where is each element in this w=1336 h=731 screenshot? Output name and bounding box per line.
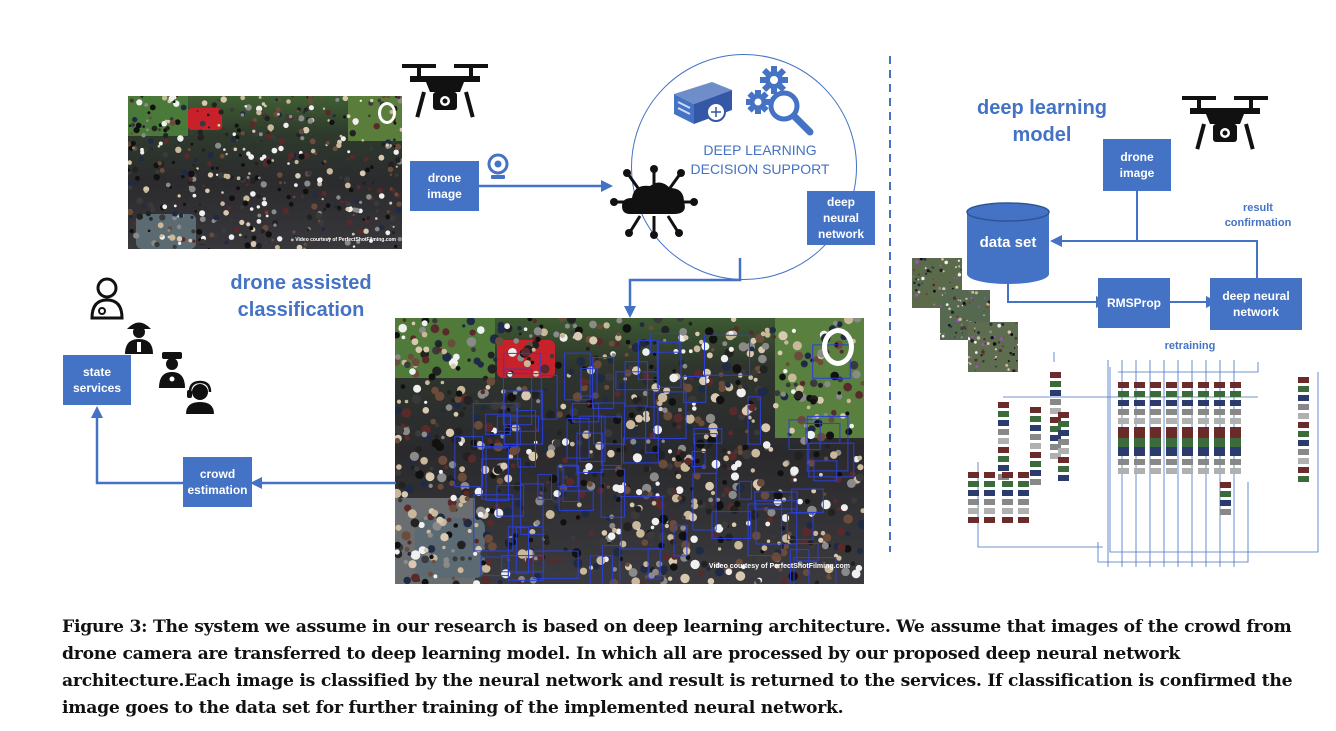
data-set-label: data set bbox=[979, 234, 1037, 251]
drone-image-box: drone image bbox=[410, 161, 479, 211]
crowd-texture bbox=[128, 96, 402, 249]
crowd-photo-detections: Video courtesy of PerfectShotFilming.com bbox=[395, 318, 864, 584]
video-credit-bottom: Video courtesy of PerfectShotFilming.com bbox=[708, 563, 850, 570]
drone-icon bbox=[402, 64, 488, 118]
server-icon bbox=[674, 82, 732, 124]
section-divider bbox=[889, 56, 891, 552]
logo-o-icon bbox=[378, 102, 396, 124]
decision-support-circle bbox=[631, 54, 857, 280]
deep-learning-model-title: deep learning model bbox=[976, 97, 1108, 146]
support-agent-icon bbox=[186, 380, 214, 414]
network-architecture-diagram bbox=[968, 352, 1319, 567]
arrow-to-crowd-estimation bbox=[250, 477, 396, 489]
crowd-estimation-box: crowd estimation bbox=[183, 457, 252, 507]
drone-icon-right bbox=[1182, 96, 1268, 150]
arrow-to-analysis bbox=[624, 258, 742, 318]
result-confirmation-label: result confirmation bbox=[1224, 202, 1292, 229]
firefighter-icon bbox=[125, 322, 153, 354]
state-services-box: state services bbox=[63, 355, 131, 405]
deep-neural-network-box: deep neural network bbox=[807, 191, 875, 245]
drone-image-box-right: drone image bbox=[1103, 139, 1171, 191]
cloud-network-icon bbox=[610, 165, 698, 239]
video-credit-top: Video courtesy of PerfectShotFilming.com bbox=[295, 237, 396, 243]
camera-icon bbox=[487, 153, 509, 179]
sample-image-3 bbox=[967, 321, 1019, 373]
arrow-to-state-services bbox=[91, 406, 184, 485]
police-icon bbox=[159, 352, 185, 388]
logo-o-icon-large bbox=[822, 328, 854, 366]
data-set-cylinder bbox=[966, 202, 1050, 284]
arrow-to-cloud bbox=[479, 180, 613, 192]
doctor-icon bbox=[90, 277, 124, 320]
rmsprop-box: RMSProp bbox=[1098, 278, 1170, 328]
gears-magnifier-icon bbox=[746, 66, 814, 136]
decision-support-label: DEEP LEARNING DECISION SUPPORT bbox=[690, 142, 830, 177]
figure-caption: Figure 3: The system we assume in our re… bbox=[62, 617, 1293, 718]
crowd-photo-top: Video courtesy of PerfectShotFilming.com bbox=[128, 96, 402, 249]
deep-neural-network-box-right: deep neural network bbox=[1210, 278, 1302, 330]
detection-overlay bbox=[395, 318, 864, 584]
drone-assisted-classification-title: drone assisted classification bbox=[230, 272, 372, 321]
sample-image-2 bbox=[939, 290, 991, 341]
retraining-label: retraining bbox=[1164, 340, 1216, 352]
